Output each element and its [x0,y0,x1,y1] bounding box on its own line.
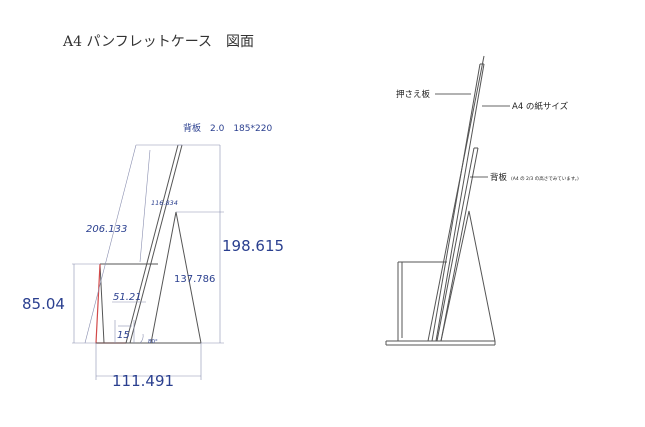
back-plate-line-inner [440,147,479,342]
back-plate-line [125,144,179,344]
back-plate-note: (A4 の 2/3 の高さでみています。) [511,175,579,182]
back-length-dimension: 206.133 [86,224,127,235]
pocket-depth-dimension: 15 [117,330,130,341]
base-width-dimension: 111.491 [112,372,174,390]
press-plate-line-inner [435,63,485,342]
upper-offset-dimension: 116.834 [151,199,178,207]
back-plate-spec-label: 背板 2.0 185*220 [183,122,272,134]
back-plate-label: 背板 [490,172,508,183]
back-plate-line-inner [129,144,183,344]
dim-line-back-length [84,144,137,344]
a4-paper-line [427,55,485,342]
right-assembled-view: 押さえ板 A4 の紙サイズ 背板 (A4 の 2/3 の高さでみています。) [385,55,579,346]
front-height-dimension: 85.04 [22,295,65,313]
press-plate-line [431,63,481,342]
press-plate-label: 押さえ板 [396,89,431,100]
stand-triangle [440,210,496,342]
pocket-front [397,262,435,342]
left-side-view: 背板 2.0 185*220 198.615 85.04 111.491 206… [22,122,284,390]
angle-arc [139,333,144,344]
angle-dimension: 80° [148,339,158,345]
stand-height-dimension: 137.786 [174,274,215,285]
pocket-length-dimension: 51.21 [113,292,142,303]
back-plate-line [436,147,475,342]
drawing-title: A4 パンフレットケース 図面 [62,34,254,50]
dim-line-offset [139,149,151,263]
a4-paper-label: A4 の紙サイズ [512,101,569,112]
total-height-dimension: 198.615 [222,237,284,255]
